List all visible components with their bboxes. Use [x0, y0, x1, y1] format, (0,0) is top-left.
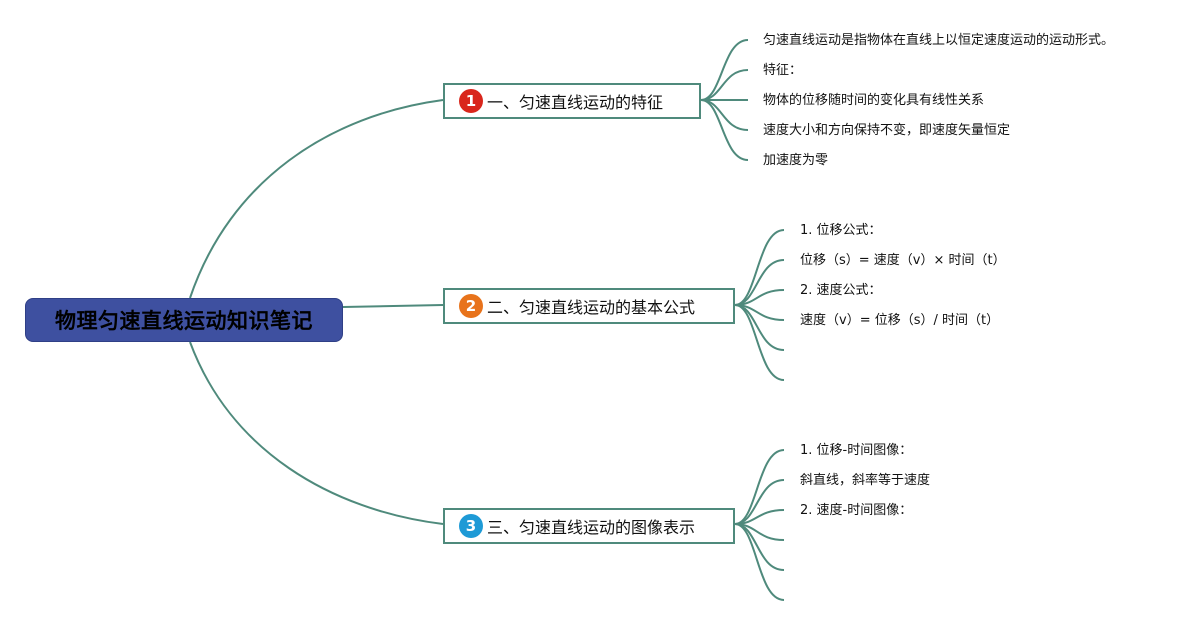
- branch-label-2: 二、匀速直线运动的基本公式: [487, 298, 696, 317]
- branch-1-to-leaf-4-line: [700, 99, 749, 131]
- branch-1-to-leaf-5-line: [700, 99, 749, 161]
- branch-node-2[interactable]: 2 二、匀速直线运动的基本公式: [443, 288, 735, 324]
- branch-1-to-leaf-2-line: [700, 69, 749, 101]
- leaf-3-1[interactable]: 1. 位移-时间图像：: [800, 443, 913, 458]
- number-badge-2-icon: 2: [459, 294, 483, 318]
- branch-1-to-leaf-1-line: [700, 39, 749, 101]
- branch-3-to-leaf-6-line: [734, 523, 785, 601]
- leaf-1-3[interactable]: 物体的位移随时间的变化具有线性关系: [763, 93, 985, 108]
- branch-node-3[interactable]: 3 三、匀速直线运动的图像表示: [443, 508, 735, 544]
- root-node[interactable]: 物理匀速直线运动知识笔记: [25, 298, 343, 342]
- root-label: 物理匀速直线运动知识笔记: [55, 309, 313, 333]
- leaf-1-2[interactable]: 特征：: [763, 63, 803, 78]
- branch-2-to-leaf-1-line: [734, 229, 785, 306]
- branch-node-1[interactable]: 1 一、匀速直线运动的特征: [443, 83, 701, 119]
- leaf-3-3[interactable]: 2. 速度-时间图像：: [800, 503, 913, 518]
- root-to-branch-1-line: [189, 99, 444, 299]
- branch-label-1: 一、匀速直线运动的特征: [487, 93, 664, 112]
- leaf-2-4[interactable]: 速度（v）= 位移（s）/ 时间（t）: [800, 313, 1000, 328]
- number-badge-3-icon: 3: [459, 514, 483, 538]
- leaf-2-2[interactable]: 位移（s）= 速度（v）× 时间（t）: [800, 253, 1006, 268]
- branch-label-3: 三、匀速直线运动的图像表示: [487, 518, 696, 537]
- root-to-branch-3-line: [189, 341, 444, 525]
- leaf-1-5[interactable]: 加速度为零: [763, 153, 829, 168]
- root-to-branch-2-line: [342, 304, 444, 308]
- leaf-1-1[interactable]: 匀速直线运动是指物体在直线上以恒定速度运动的运动形式。: [763, 33, 1115, 48]
- leaf-3-2[interactable]: 斜直线，斜率等于速度: [800, 473, 931, 488]
- branch-2-to-leaf-5-line: [734, 304, 785, 351]
- leaf-2-1[interactable]: 1. 位移公式：: [800, 223, 882, 238]
- branch-2-to-leaf-6-line: [734, 304, 785, 381]
- branch-3-to-leaf-1-line: [734, 449, 785, 525]
- leaf-2-3[interactable]: 2. 速度公式：: [800, 283, 882, 298]
- branch-2-to-leaf-2-line: [734, 259, 785, 306]
- leaf-1-4[interactable]: 速度大小和方向保持不变，即速度矢量恒定: [763, 123, 1011, 138]
- branch-3-to-leaf-2-line: [734, 479, 785, 525]
- number-badge-1-icon: 1: [459, 89, 483, 113]
- branch-3-to-leaf-5-line: [734, 523, 785, 571]
